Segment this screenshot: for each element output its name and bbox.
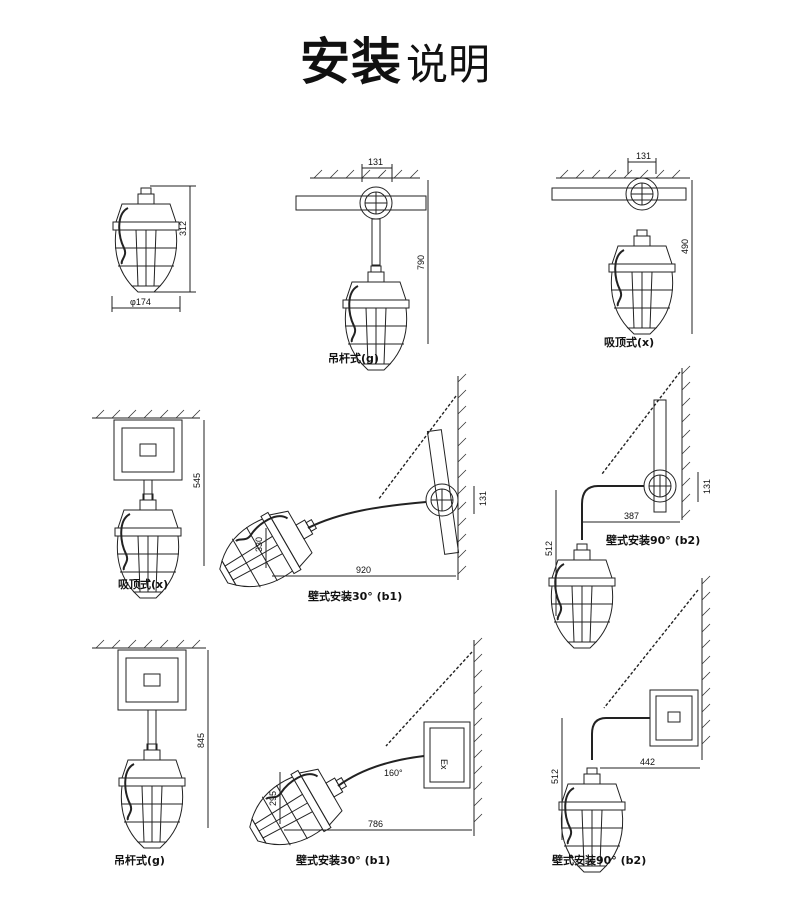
figure-8: Ex 160° 295 786 壁式安装30° (b1) bbox=[236, 637, 483, 867]
fig5-dim-131: 131 bbox=[478, 491, 488, 506]
figure-4: 545 吸顶式(x) bbox=[92, 409, 205, 599]
fig8-dim-295: 295 bbox=[268, 791, 278, 806]
title-bold: 安装 bbox=[299, 33, 402, 91]
fig1-dim-height: 312 bbox=[178, 221, 188, 236]
fig4-dim-height: 545 bbox=[192, 473, 202, 488]
fig2-caption: 吊杆式(g) bbox=[328, 351, 379, 365]
fig5-dim-920: 920 bbox=[356, 565, 371, 575]
fig1-dim-diameter: φ174 bbox=[130, 297, 151, 307]
fig8-ex-mark: Ex bbox=[439, 759, 449, 770]
fig6-dim-387: 387 bbox=[624, 511, 639, 521]
fig6-dim-512: 512 bbox=[544, 541, 554, 556]
fig8-dim-786: 786 bbox=[368, 819, 383, 829]
figure-6: 131 387 512 壁式安装90° (b2) bbox=[544, 365, 712, 649]
fig8-caption: 壁式安装30° (b1) bbox=[296, 853, 390, 867]
fig6-caption: 壁式安装90° (b2) bbox=[606, 533, 700, 547]
fig5-caption: 壁式安装30° (b1) bbox=[308, 589, 402, 603]
fig6-dim-131: 131 bbox=[702, 479, 712, 494]
fig9-dim-442: 442 bbox=[640, 757, 655, 767]
fig4-caption: 吸顶式(x) bbox=[118, 577, 168, 591]
figure-5: 131 330 920 壁式安装30° (b1) bbox=[206, 373, 488, 606]
fig5-dim-330: 330 bbox=[254, 537, 264, 552]
fig9-dim-512: 512 bbox=[550, 769, 560, 784]
fig3-dim-width: 131 bbox=[636, 151, 651, 161]
figure-9: 442 512 壁式安装90° (b2) bbox=[550, 575, 711, 873]
figure-1: 312 φ174 bbox=[111, 185, 196, 312]
figure-7: 845 吊杆式(g) bbox=[92, 639, 209, 867]
fig3-dim-height: 490 bbox=[680, 239, 690, 254]
figure-3: 131 490 吸顶式(x) bbox=[551, 151, 693, 349]
fig3-caption: 吸顶式(x) bbox=[604, 335, 654, 349]
page-title: 安装说明 bbox=[0, 22, 790, 94]
figure-2: 131 790 吊杆式(g) bbox=[295, 157, 429, 371]
fig2-dim-height: 790 bbox=[416, 255, 426, 270]
fig8-dim-angle: 160° bbox=[384, 768, 403, 778]
fig2-dim-width: 131 bbox=[368, 157, 383, 167]
fig9-caption: 壁式安装90° (b2) bbox=[552, 853, 646, 867]
fig7-dim-height: 845 bbox=[196, 733, 206, 748]
fig7-caption: 吊杆式(g) bbox=[114, 853, 165, 867]
title-light: 说明 bbox=[405, 40, 490, 89]
